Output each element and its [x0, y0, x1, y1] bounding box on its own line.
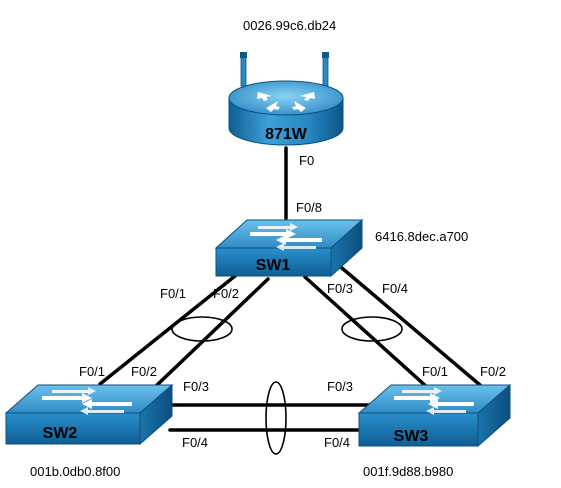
port-label-sw3-f02: F0/2	[480, 364, 506, 379]
port-label-sw2-f02: F0/2	[131, 364, 157, 379]
router-871w[interactable]: 871W	[228, 52, 344, 146]
port-label-sw2-f03: F0/3	[183, 379, 209, 394]
link-sw1-f04-sw3-f02	[334, 261, 482, 387]
link-sw1-f02-sw2-f02	[154, 277, 270, 388]
port-label-sw3-f03: F0/3	[327, 379, 353, 394]
port-label-sw3-f04: F0/4	[324, 435, 350, 450]
port-label-router-f0: F0	[299, 153, 314, 168]
router-mac-label: 0026.99c6.db24	[243, 18, 336, 33]
port-label-sw1-f01: F0/1	[160, 286, 186, 301]
switch-icon	[394, 387, 474, 415]
port-label-sw1-f04: F0/4	[382, 281, 408, 296]
sw1-mac-label: 6416.8dec.a700	[375, 229, 468, 244]
switch-icon	[42, 387, 132, 415]
switch-sw2[interactable]: SW2	[4, 383, 174, 446]
sw2-name: SW2	[43, 425, 78, 442]
router-name: 871W	[265, 126, 308, 143]
etherchannel-sw2-sw3	[265, 381, 287, 455]
port-label-sw2-f01: F0/1	[79, 364, 105, 379]
switch-sw1[interactable]: SW1	[214, 218, 364, 278]
etherchannel-sw1-sw3	[341, 316, 403, 342]
sw1-name: SW1	[256, 257, 291, 274]
etherchannel-sw1-sw2	[171, 316, 233, 342]
sw3-mac-label: 001f.9d88.b980	[363, 464, 453, 479]
port-label-sw2-f04: F0/4	[182, 435, 208, 450]
port-label-sw3-f01: F0/1	[422, 364, 448, 379]
port-label-sw1-f03: F0/3	[327, 281, 353, 296]
switch-icon	[250, 223, 322, 251]
switch-sw3[interactable]: SW3	[357, 383, 512, 448]
link-sw1-f01-sw2-f01	[98, 270, 242, 386]
sw3-name: SW3	[394, 428, 429, 445]
link-sw1-f03-sw3-f01	[303, 275, 430, 390]
port-label-sw1-f02: F0/2	[213, 286, 239, 301]
sw2-mac-label: 001b.0db0.8f00	[30, 464, 120, 479]
router-icon	[257, 92, 315, 112]
port-label-sw1-f08: F0/8	[296, 200, 322, 215]
